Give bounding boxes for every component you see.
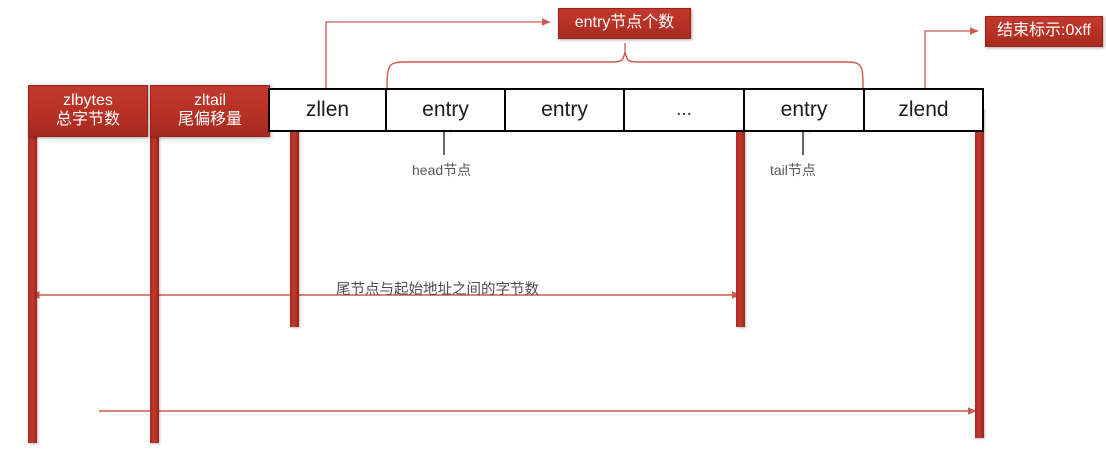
header-box-zltail-line2: 尾偏移量 (177, 111, 242, 128)
cell-entry-ellipsis-label: ... (676, 99, 692, 120)
connector-zlend-to-end-marker (924, 27, 979, 90)
label-head-node: head节点 (412, 160, 471, 180)
guide-bar-zlbytes-start (28, 125, 37, 443)
guide-bar-tail-entry (736, 108, 745, 327)
cell-entry-2[interactable]: entry (504, 88, 625, 132)
callout-end-marker-label: 结束标示:0xff (997, 22, 1091, 40)
cell-zlend-label: zlend (898, 98, 949, 121)
guide-bar-zlend (975, 108, 984, 438)
cell-entry-head-label: entry (422, 98, 469, 121)
cell-entry-tail-label: entry (780, 98, 828, 121)
cell-zlend[interactable]: zlend (863, 88, 984, 132)
header-box-zltail[interactable]: zltail 尾偏移量 (150, 85, 270, 137)
label-tail-node: tail节点 (770, 160, 816, 180)
cell-zllen-label: zllen (305, 98, 350, 121)
callout-end-marker[interactable]: 结束标示:0xff (985, 16, 1103, 47)
cell-entry-ellipsis[interactable]: ... (623, 88, 745, 132)
guide-bar-zllen (290, 108, 299, 327)
header-box-zlbytes[interactable]: zlbytes 总字节数 (28, 85, 148, 137)
connector-zllen-to-entry-count (325, 18, 551, 90)
cell-entry-tail[interactable]: entry (743, 88, 865, 132)
entries-curly-brace (386, 51, 864, 89)
cell-zllen[interactable]: zllen (268, 88, 387, 132)
label-tail-offset-bytes-text: 尾节点与起始地址之间的字节数 (336, 282, 539, 298)
guide-bar-zltail (150, 125, 159, 443)
callout-entry-count-label: entry节点个数 (574, 14, 675, 32)
header-box-zltail-line1: zltail (193, 92, 226, 110)
cell-entry-head[interactable]: entry (385, 88, 506, 132)
header-box-zlbytes-line1: zlbytes (63, 92, 113, 110)
label-tail-offset-bytes: 尾节点与起始地址之间的字节数 (336, 278, 539, 299)
label-head-node-text: head节点 (412, 162, 472, 178)
callout-entry-count[interactable]: entry节点个数 (558, 8, 691, 39)
cell-entry-2-label: entry (541, 98, 588, 121)
label-tail-node-text: tail节点 (770, 162, 816, 178)
header-box-zlbytes-line2: 总字节数 (55, 111, 120, 128)
